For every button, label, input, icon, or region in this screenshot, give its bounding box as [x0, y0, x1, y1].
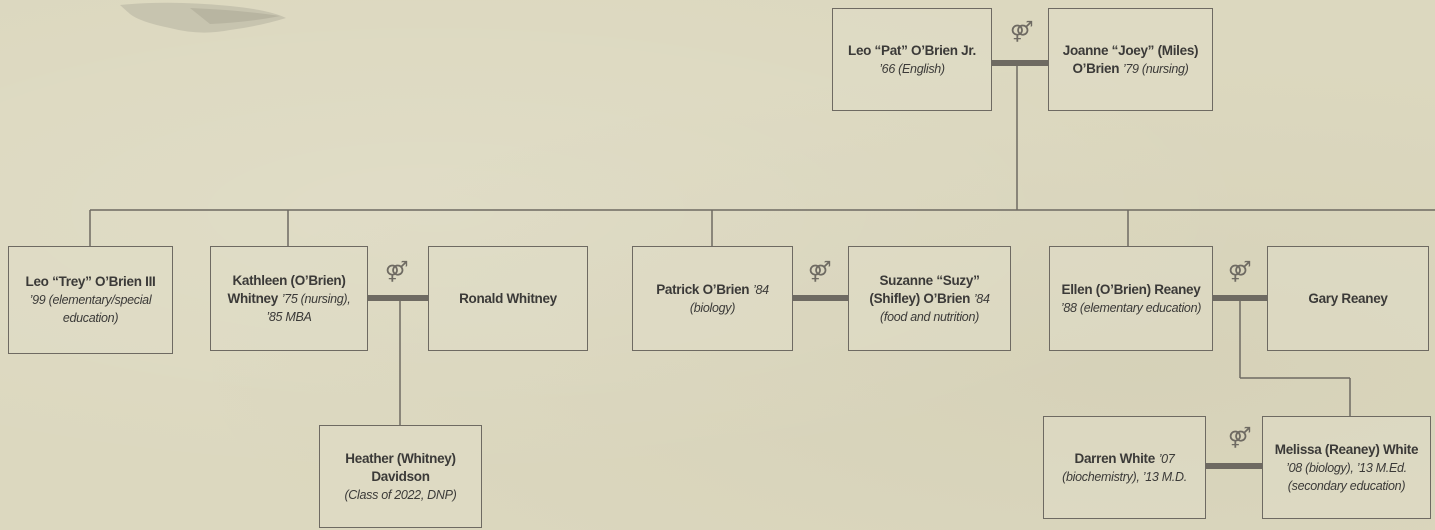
person-box-suzanne: Suzanne “Suzy” (Shifley) O’Brien ’84 (fo…: [848, 246, 1011, 351]
person-detail: ’08 (biology), ’13 M.Ed. (secondary educ…: [1286, 460, 1407, 493]
person-box-trey: Leo “Trey” O’Brien III ’99 (elementary/sp…: [8, 246, 173, 354]
person-name: Suzanne “Suzy” (Shifley) O’Brien: [869, 272, 980, 306]
person-box-ronald: Ronald Whitney: [428, 246, 588, 351]
person-detail: (Class of 2022, DNP): [344, 487, 457, 502]
marriage-symbol-icon: ⚤: [1228, 261, 1252, 283]
person-name: Gary Reaney: [1308, 290, 1388, 306]
person-name: Ellen (O’Brien) Reaney: [1061, 281, 1201, 297]
person-box-leo-jr: Leo “Pat” O’Brien Jr. ’66 (English): [832, 8, 992, 111]
marriage-symbol-icon: ⚤: [385, 261, 409, 283]
watercolor-splash: [120, 2, 286, 33]
person-box-darren: Darren White ’07 (biochemistry), ’13 M.D…: [1043, 416, 1206, 519]
person-box-kathleen: Kathleen (O’Brien) Whitney ’75 (nursing)…: [210, 246, 368, 351]
person-detail: ’75 (nursing), ’85 MBA: [266, 291, 351, 324]
person-name: Patrick O’Brien: [656, 281, 750, 297]
marriage-symbol-icon: ⚤: [1010, 21, 1034, 43]
person-detail: ’79 (nursing): [1122, 61, 1189, 76]
person-box-ellen: Ellen (O’Brien) Reaney ’88 (elementary e…: [1049, 246, 1213, 351]
person-name: Leo “Pat” O’Brien Jr.: [848, 42, 976, 58]
marriage-symbol-icon: ⚤: [1228, 427, 1252, 449]
person-name: Darren White: [1074, 450, 1156, 466]
person-name: Leo “Trey” O’Brien III: [25, 274, 156, 289]
person-detail: ’66 (English): [879, 61, 945, 76]
person-box-melissa: Melissa (Reaney) White ’08 (biology), ’1…: [1262, 416, 1431, 519]
person-box-gary: Gary Reaney: [1267, 246, 1429, 351]
person-box-patrick: Patrick O’Brien ’84 (biology): [632, 246, 793, 351]
person-name: Kathleen (O’Brien) Whitney: [227, 272, 346, 306]
person-name: Melissa (Reaney) White: [1274, 441, 1419, 457]
person-name: Heather (Whitney) Davidson: [345, 450, 456, 484]
person-box-joanne: Joanne “Joey” (Miles) O’Brien ’79 (nursi…: [1048, 8, 1213, 111]
person-box-heather: Heather (Whitney) Davidson (Class of 2022…: [319, 425, 482, 528]
person-detail: ’99 (elementary/special education): [29, 293, 152, 325]
person-detail: ’84 (food and nutrition): [880, 291, 990, 324]
person-detail: ’84 (biology): [689, 282, 769, 315]
person-detail: ’07 (biochemistry), ’13 M.D.: [1062, 451, 1187, 484]
person-name: Ronald Whitney: [459, 290, 557, 306]
marriage-symbol-icon: ⚤: [808, 261, 832, 283]
person-detail: ’88 (elementary education): [1060, 300, 1202, 315]
person-name: Joanne “Joey” (Miles) O’Brien: [1062, 42, 1199, 76]
